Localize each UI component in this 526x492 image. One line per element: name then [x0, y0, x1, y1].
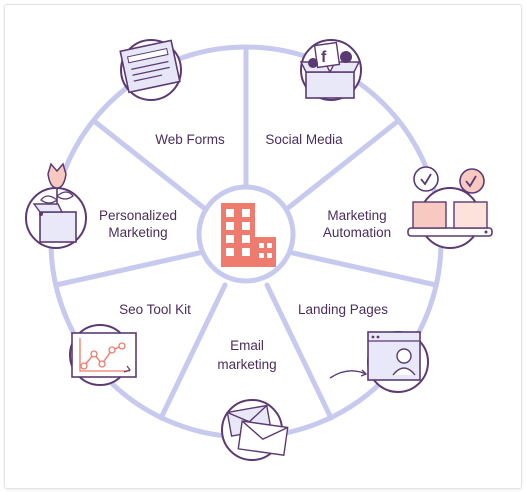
svg-text:f: f	[321, 49, 327, 66]
spoke-bottom-left	[158, 282, 228, 421]
label-email-marketing-line2: marketing	[217, 357, 276, 372]
label-web-forms: Web Forms	[155, 132, 225, 147]
spoke-bottom-right	[264, 282, 334, 421]
label-landing-pages: Landing Pages	[298, 302, 388, 317]
tulip-box-icon	[25, 162, 87, 249]
label-personalized-marketing-line1: Personalized	[99, 208, 177, 223]
spoke-lower-left	[53, 250, 202, 288]
label-seo-tool-kit: Seo Tool Kit	[119, 302, 191, 317]
spokes	[53, 44, 439, 421]
label-personalized-marketing-line2: Marketing	[108, 225, 167, 240]
social-media-box-icon: f	[299, 39, 362, 101]
spoke-upper-left	[91, 118, 212, 215]
automation-conveyor-icon	[407, 166, 493, 249]
envelopes-icon	[221, 399, 289, 461]
label-marketing-automation-line1: Marketing	[327, 208, 386, 223]
building-icon	[221, 203, 276, 267]
label-email-marketing-line1: Email	[230, 338, 264, 353]
segment-labels: Web Forms Social Media Marketing Automat…	[99, 132, 391, 372]
spoke-upper-right	[280, 118, 401, 215]
landing-page-profile-icon	[329, 331, 429, 393]
label-social-media: Social Media	[265, 132, 343, 147]
label-marketing-automation-line2: Automation	[323, 225, 391, 240]
web-form-icon	[119, 39, 182, 101]
seo-chart-icon	[69, 324, 137, 386]
spoke-lower-right	[290, 250, 439, 288]
